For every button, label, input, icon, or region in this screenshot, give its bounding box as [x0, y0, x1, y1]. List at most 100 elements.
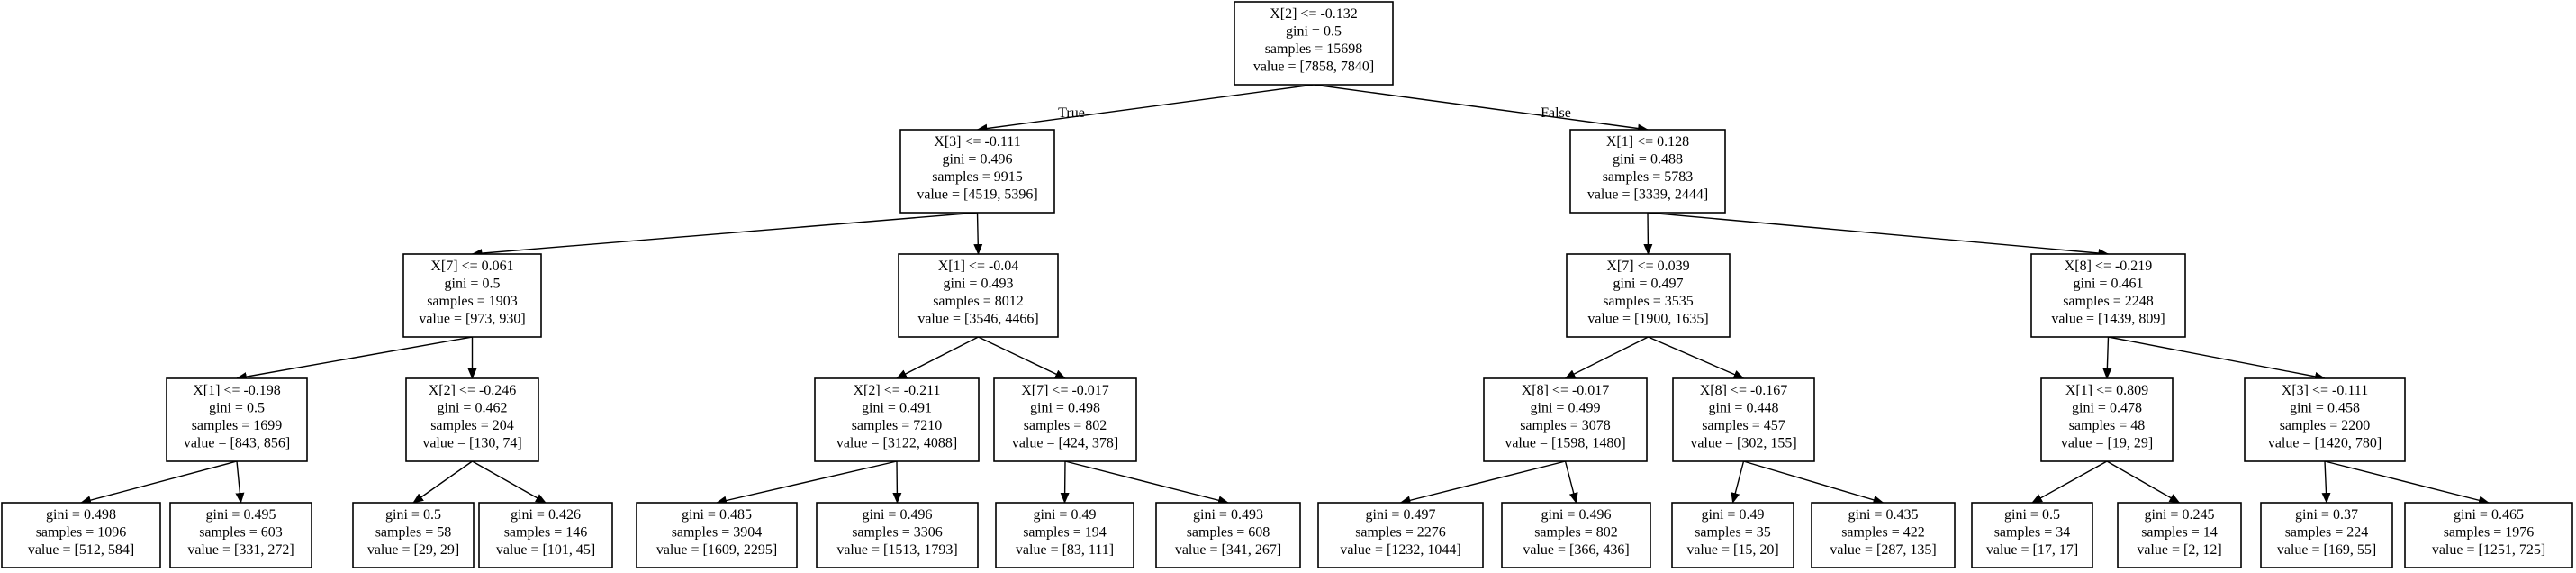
node-text-line: gini = 0.5	[209, 401, 265, 416]
edge-arrow	[1647, 212, 2110, 258]
node-box	[1501, 502, 1651, 568]
node-text-line: samples = 9915	[932, 169, 1023, 185]
node-text-line: X[2] <= -0.132	[1270, 6, 1358, 22]
node-text-line: value = [29, 29]	[367, 542, 459, 558]
node-text-line: gini = 0.37	[2295, 507, 2358, 523]
node-box	[898, 253, 1059, 338]
node-box	[478, 502, 613, 568]
node-text-line: samples = 58	[375, 525, 452, 541]
edge-arrow	[1060, 460, 1070, 504]
node-text-line: value = [83, 111]	[1016, 542, 1114, 558]
node-text-line: value = [2, 12]	[2137, 542, 2221, 558]
edge-arrow	[892, 460, 902, 504]
node-text-line: gini = 0.461	[2074, 277, 2144, 292]
edge-arrow	[80, 460, 238, 505]
node-box	[2030, 253, 2186, 338]
node-box	[2244, 377, 2406, 462]
node-box	[2117, 502, 2242, 568]
node-box	[995, 502, 1134, 568]
edge-arrow	[2031, 460, 2108, 504]
edge-arrow	[716, 460, 898, 505]
node-box	[2260, 502, 2393, 568]
node-text-line: gini = 0.5	[385, 507, 441, 523]
node-text-line: samples = 3535	[1603, 294, 1694, 309]
node-text-line: value = [15, 20]	[1686, 542, 1778, 558]
edge-arrow	[2324, 460, 2490, 505]
node-text-line: X[7] <= 0.039	[1606, 259, 1689, 274]
node-text-line: gini = 0.49	[1034, 507, 1097, 523]
node-text-line: samples = 2248	[2063, 294, 2154, 309]
node-text-line: samples = 802	[1534, 525, 1618, 541]
node-text-line: gini = 0.496	[863, 507, 933, 523]
node-text-line: value = [3546, 4466]	[917, 312, 1038, 327]
node-text-line: value = [1420, 780]	[2268, 436, 2382, 451]
node-text-line: samples = 35	[1695, 525, 1771, 541]
node-text-line: value = [7858, 7840]	[1253, 59, 1374, 75]
node-text-line: value = [1439, 809]	[2051, 312, 2165, 327]
node-text-line: gini = 0.495	[206, 507, 276, 523]
edge-label-false: False	[1541, 105, 1571, 121]
node-text-line: gini = 0.426	[511, 507, 581, 523]
node-text-line: gini = 0.485	[682, 507, 752, 523]
node-text-line: gini = 0.5	[445, 277, 501, 292]
edge-arrow	[1064, 460, 1229, 505]
tree-node-n6: X[8] <= -0.219 gini = 0.461 samples = 2248…	[2030, 253, 2186, 338]
node-text-line: gini = 0.499	[1531, 401, 1601, 416]
node-text-line: value = [1232, 1044]	[1340, 542, 1460, 558]
node-text-line: X[3] <= -0.111	[2282, 383, 2368, 398]
node-text-line: samples = 8012	[933, 294, 1024, 309]
node-box	[2404, 502, 2573, 568]
node-text-line: gini = 0.435	[1848, 507, 1919, 523]
node-text-line: value = [512, 584]	[28, 542, 134, 558]
node-text-line: samples = 7210	[852, 418, 943, 433]
edge-arrow	[1648, 336, 1745, 379]
node-box	[166, 377, 308, 462]
node-text-line: samples = 204	[430, 418, 514, 433]
node-text-line: value = [3339, 2444]	[1587, 187, 1708, 203]
node-text-line: samples = 1976	[2444, 525, 2535, 541]
edge-arrow	[2321, 460, 2331, 504]
node-box	[1671, 502, 1794, 568]
node-text-line: gini = 0.448	[1709, 401, 1779, 416]
node-text-line: gini = 0.493	[1193, 507, 1263, 523]
edge-arrow	[236, 336, 473, 382]
node-box	[169, 502, 312, 568]
node-text-line: value = [169, 55]	[2277, 542, 2376, 558]
edge-arrow	[1564, 460, 1578, 504]
node-box	[1, 502, 161, 568]
node-text-line: samples = 608	[1187, 525, 1270, 541]
node-text-line: samples = 3306	[852, 525, 943, 541]
node-text-line: gini = 0.491	[862, 401, 932, 416]
node-box	[1569, 129, 1726, 214]
node-text-line: X[8] <= -0.219	[2065, 259, 2153, 274]
edge-arrow	[471, 212, 978, 259]
edge-arrow	[973, 212, 983, 255]
edge-arrow	[235, 460, 245, 504]
node-text-line: gini = 0.5	[2004, 507, 2060, 523]
node-box	[1234, 1, 1394, 86]
node-text-line: value = [287, 135]	[1830, 542, 1936, 558]
node-text-line: X[7] <= -0.017	[1021, 383, 1109, 398]
node-box	[405, 377, 539, 462]
node-text-line: samples = 48	[2069, 418, 2146, 433]
node-box	[1155, 502, 1301, 568]
node-text-line: samples = 194	[1023, 525, 1107, 541]
node-text-line: gini = 0.496	[943, 152, 1013, 168]
